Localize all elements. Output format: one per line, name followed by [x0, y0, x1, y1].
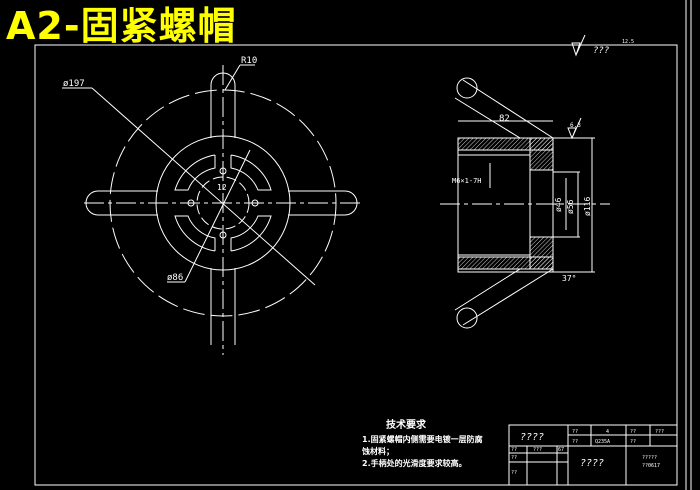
- dim-length: 82: [499, 114, 510, 124]
- requirement-item: 1.固紧螺帽内侧需要电镀一层防腐: [362, 435, 483, 444]
- tb-cell: ??: [511, 447, 517, 453]
- roughness-value: 6.3: [570, 122, 581, 129]
- tb-cell: ??: [572, 439, 578, 445]
- dim-thread: M6×1-7H: [452, 177, 482, 185]
- dim-angle: 37°: [562, 274, 576, 283]
- tb-cell: ??: [511, 470, 517, 476]
- dim-inner-diameter: ø86: [167, 273, 183, 283]
- front-view: [62, 64, 360, 355]
- dim-dia-56: ø56: [566, 199, 575, 214]
- tb-cell: ??: [572, 429, 578, 435]
- title-block: [508, 424, 678, 486]
- tb-cell: 4: [606, 429, 609, 435]
- requirement-item: 2.手柄处的光滑度要求较高。: [362, 459, 467, 468]
- requirement-item: 蚀材料；: [362, 447, 394, 456]
- dim-outer-diameter: ø197: [63, 79, 85, 89]
- tb-cell: ???: [655, 429, 664, 435]
- tb-cell: 67: [558, 447, 564, 453]
- tb-cell: ??0617: [642, 463, 660, 469]
- dim-slot-width: 12: [217, 183, 227, 192]
- tb-material: Q235A: [595, 439, 610, 445]
- title-block-drawing: ????: [580, 458, 604, 469]
- dim-dia-116: ø116: [583, 197, 592, 216]
- tb-cell: ?????: [642, 455, 657, 461]
- drawing-title: A2-固紧螺帽: [6, 4, 237, 48]
- tb-cell: ??: [630, 429, 636, 435]
- tb-cell: ??: [630, 439, 636, 445]
- surface-note-roughness: 12.5: [622, 39, 634, 45]
- dim-arm-radius: R10: [241, 56, 257, 66]
- section-view: [440, 34, 610, 329]
- tb-cell: ??: [511, 455, 517, 461]
- requirements-heading: 技术要求: [386, 420, 426, 431]
- dim-dia-46: ø46: [554, 197, 563, 212]
- tb-cell: ???: [533, 447, 542, 453]
- drawing-frame: [34, 44, 678, 486]
- title-block-name: ????: [520, 432, 544, 443]
- surface-note-label: ???: [593, 46, 609, 56]
